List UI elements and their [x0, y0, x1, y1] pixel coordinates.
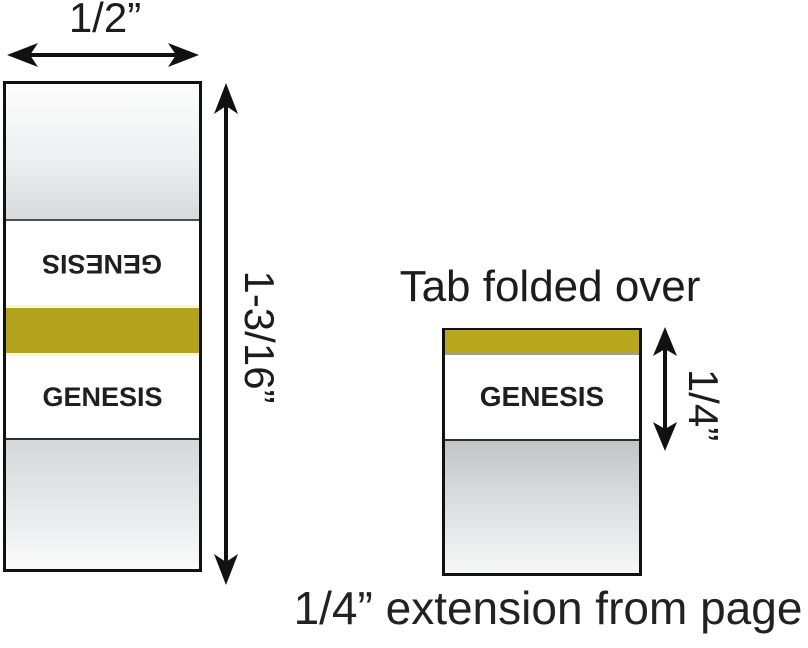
folded-tab-adhesive — [445, 439, 639, 573]
folded-tab-label-area: GENESIS — [445, 355, 639, 439]
flat-tab: GENESIS GENESIS — [3, 81, 202, 572]
flat-tab-adhesive-top — [6, 84, 199, 221]
height-dimension-label: 1-3/16” — [236, 270, 283, 404]
flat-tab-adhesive-bottom — [6, 438, 199, 569]
folded-tab-gold-band — [445, 330, 639, 355]
flat-tab-lower-label-area: GENESIS — [6, 356, 199, 438]
width-dimension-label: 1/2” — [68, 0, 142, 41]
fold-depth-label: 1/4” — [680, 368, 727, 442]
folded-tab-label: GENESIS — [479, 381, 605, 412]
flat-tab-gold-band — [6, 305, 199, 356]
flat-tab-upper-label-area: GENESIS — [6, 221, 199, 305]
fold-depth-arrow-icon — [653, 327, 677, 451]
flat-tab-label: GENESIS — [42, 381, 163, 412]
folded-tab: GENESIS — [442, 328, 642, 576]
folded-tab-title: Tab folded over — [399, 262, 701, 311]
vertical-dimension-arrow-icon — [214, 83, 238, 585]
flat-tab-label-flipped: GENESIS — [42, 248, 163, 279]
extension-caption: 1/4” extension from page — [293, 582, 803, 634]
horizontal-dimension-arrow-icon — [7, 43, 199, 67]
